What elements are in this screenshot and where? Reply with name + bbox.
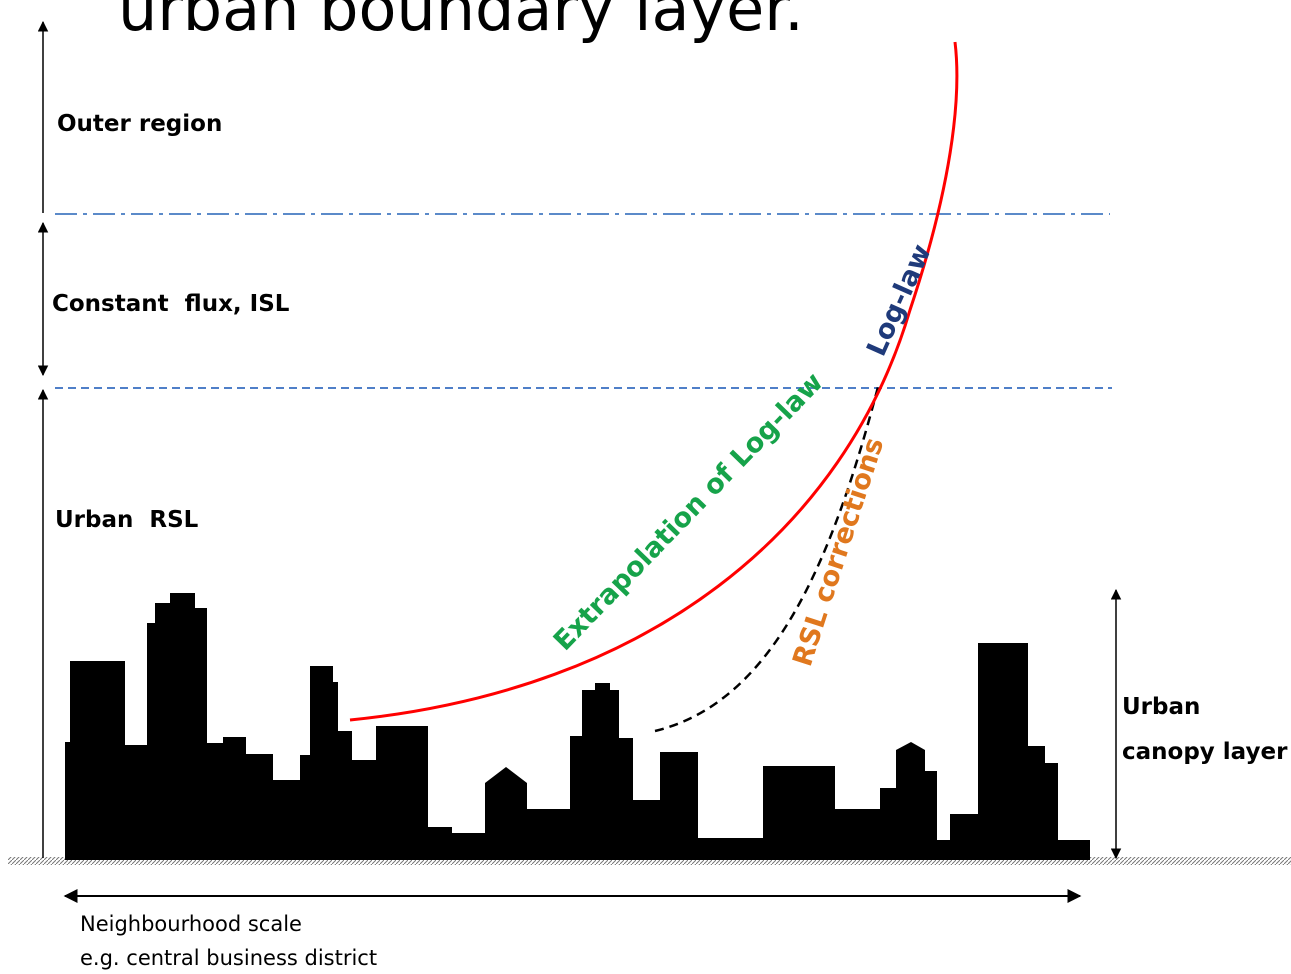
canopy-label-line2: canopy layer xyxy=(1122,739,1288,765)
canopy-label-line1: Urban xyxy=(1122,694,1200,720)
urban-rsl-label: Urban RSL xyxy=(55,507,199,533)
log-law-profile-curve xyxy=(349,41,959,722)
scale-label-line1: Neighbourhood scale xyxy=(80,912,302,936)
rsl-corrections-curve xyxy=(654,386,880,733)
diagram-title: urban boundary layer. xyxy=(118,0,804,45)
outer-region-label: Outer region xyxy=(57,111,222,137)
ground-strip xyxy=(8,857,1291,865)
city-skyline xyxy=(65,593,1090,860)
extrapolation-label: Extrapolation of Log-law xyxy=(548,367,830,657)
rsl-corrections-label: RSL corrections xyxy=(787,434,890,670)
constant-flux-label: Constant flux, ISL xyxy=(52,291,290,317)
scale-label-line2: e.g. central business district xyxy=(80,946,377,970)
